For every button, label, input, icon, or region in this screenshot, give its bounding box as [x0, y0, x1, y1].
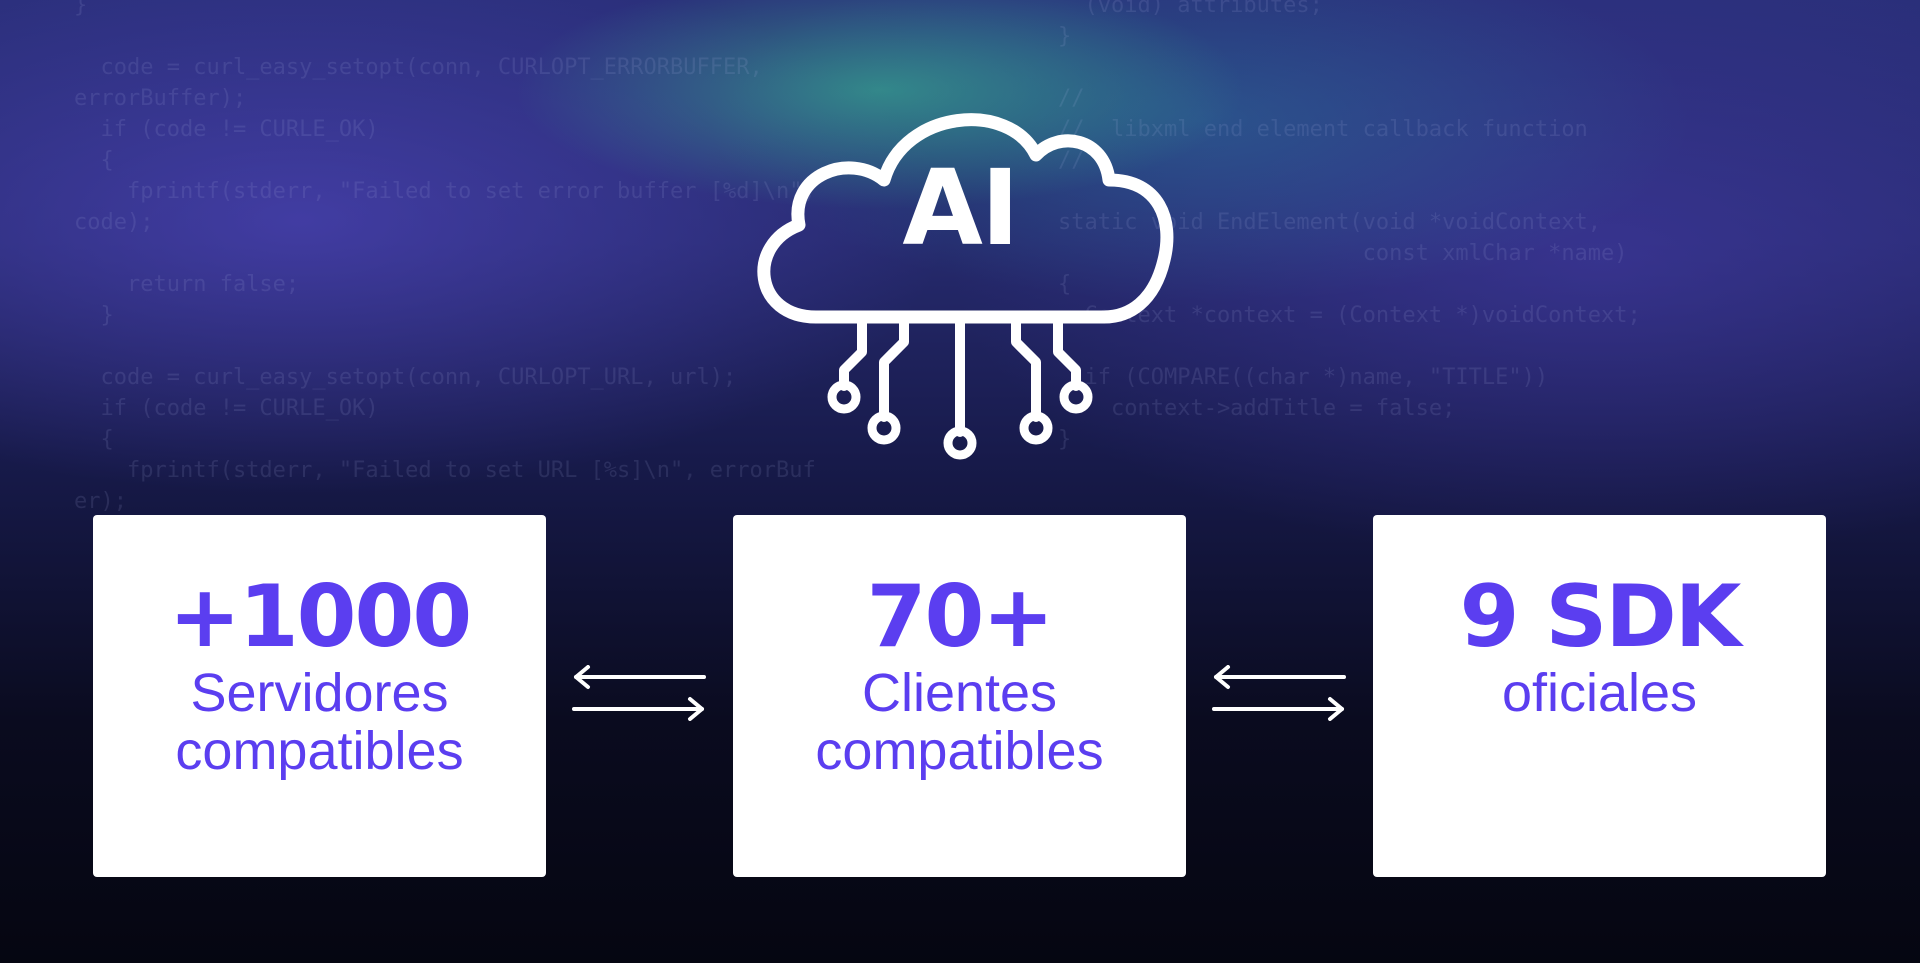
ai-label: AI	[902, 147, 1019, 269]
ai-cloud-icon	[757, 113, 1174, 460]
stat-label-line1: Clientes	[861, 663, 1058, 723]
stat-label-line1: oficiales	[1501, 663, 1698, 723]
stat-label-line2: compatibles	[815, 721, 1104, 781]
code-line: {	[74, 427, 114, 452]
code-line: if (COMPARE((char *)name, "TITLE"))	[1058, 365, 1549, 390]
code-line: fprintf(stderr, "Failed to set URL [%s]\…	[74, 458, 816, 483]
code-line: {	[1058, 272, 1072, 297]
code-line: if (code != CURLE_OK)	[74, 396, 379, 421]
background-code-right: (void) attributes;}//// libxml end eleme…	[1058, 0, 1641, 455]
code-line: context->addTitle = false;	[1058, 396, 1456, 421]
code-line: er);	[74, 489, 127, 514]
stat-label-line1: Servidores	[190, 663, 449, 723]
stat-number: 70+	[866, 567, 1055, 667]
code-line	[74, 238, 816, 269]
code-line: static void EndElement(void *voidContext…	[1058, 210, 1602, 235]
code-line: const xmlChar *name)	[1058, 241, 1628, 266]
code-line: }	[1058, 427, 1072, 452]
code-line	[74, 331, 816, 362]
code-line: if (code != CURLE_OK)	[74, 117, 379, 142]
code-line: return false;	[74, 272, 300, 297]
stat-card-clients: 70+ Clientes compatibles	[733, 515, 1186, 877]
code-line	[1058, 52, 1641, 83]
stat-card-servers: +1000 Servidores compatibles	[93, 515, 546, 877]
stat-card-sdk: 9 SDK oficiales	[1373, 515, 1826, 877]
code-line: }	[74, 303, 114, 328]
bidirectional-arrows-icon	[1212, 665, 1346, 721]
code-line: {	[74, 148, 114, 173]
code-line: code);	[74, 210, 154, 235]
code-line: code = curl_easy_setopt(conn, CURLOPT_ER…	[74, 55, 763, 80]
stat-label-line2: compatibles	[175, 721, 464, 781]
code-line: }	[1058, 24, 1072, 49]
bidirectional-arrows-icon	[572, 665, 706, 721]
code-line: }	[74, 0, 88, 18]
code-line: code = curl_easy_setopt(conn, CURLOPT_UR…	[74, 365, 737, 390]
background-code-left: } code = curl_easy_setopt(conn, CURLOPT_…	[74, 0, 816, 517]
stat-number: 9 SDK	[1459, 567, 1742, 667]
code-line: //	[1058, 86, 1085, 111]
code-line: //	[1058, 148, 1085, 173]
code-line: errorBuffer);	[74, 86, 247, 111]
code-line	[74, 21, 816, 52]
stat-number: +1000	[168, 567, 472, 667]
code-line: (void) attributes;	[1058, 0, 1323, 18]
code-line: fprintf(stderr, "Failed to set error buf…	[74, 179, 816, 204]
